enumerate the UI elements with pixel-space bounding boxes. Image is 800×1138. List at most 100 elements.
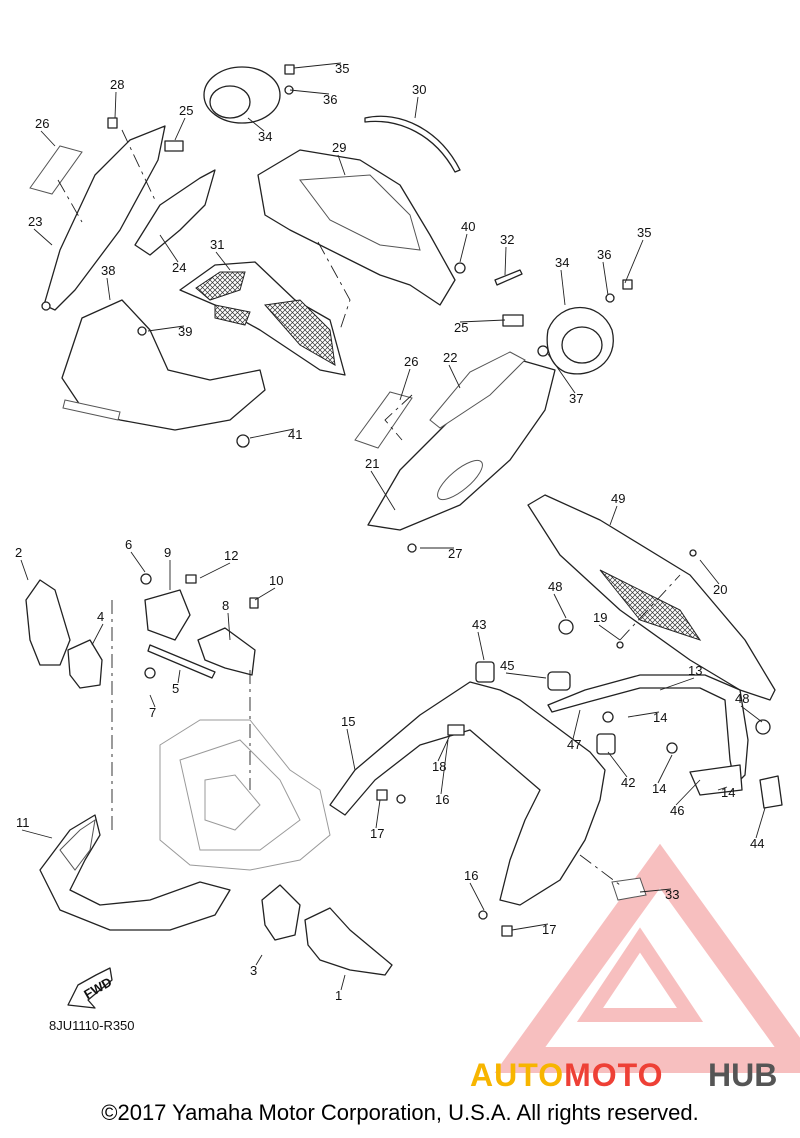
part-16-screw — [396, 794, 406, 804]
leader-line-38 — [106, 277, 111, 301]
leader-line-13 — [659, 677, 695, 691]
callout-10: 10 — [269, 573, 283, 588]
leader-line-34 — [560, 269, 566, 306]
leader-line-39 — [147, 325, 185, 332]
fwd-arrow-group: FWD — [67, 967, 114, 1009]
callout-14: 14 — [653, 710, 667, 725]
leader-line-32 — [504, 246, 507, 276]
callout-27: 27 — [448, 546, 462, 561]
callout-35: 35 — [335, 61, 349, 76]
leader-line-6 — [130, 551, 146, 573]
part-26-tape-right — [354, 391, 413, 449]
part-26-tape — [29, 145, 83, 195]
leader-line-37 — [547, 353, 576, 394]
copyright-notice: ©2017 Yamaha Motor Corporation, U.S.A. A… — [101, 1100, 699, 1125]
callout-30: 30 — [412, 82, 426, 97]
callout-5: 5 — [172, 681, 179, 696]
leader-line-28 — [114, 91, 117, 119]
callout-3: 3 — [250, 963, 257, 978]
leader-line-30 — [414, 96, 419, 119]
leader-line-15 — [346, 728, 356, 771]
callout-7: 7 — [149, 705, 156, 720]
callout-35: 35 — [637, 225, 651, 240]
part-7-nut — [144, 667, 156, 679]
callout-44: 44 — [750, 836, 764, 851]
callout-12: 12 — [224, 548, 238, 563]
callout-29: 29 — [332, 140, 346, 155]
leader-line-26 — [399, 368, 411, 401]
callout-22: 22 — [443, 350, 457, 365]
leader-line-8 — [227, 612, 231, 641]
part-17-nut-b — [501, 925, 513, 937]
callout-39: 39 — [178, 324, 192, 339]
callout-33: 33 — [665, 887, 679, 902]
part-38-duct — [61, 299, 266, 431]
leader-line-17 — [511, 923, 549, 931]
callout-41: 41 — [288, 427, 302, 442]
callout-11: 11 — [16, 815, 30, 830]
leader-line-1 — [340, 974, 346, 991]
part-35-bolt — [284, 64, 295, 75]
callout-49: 49 — [611, 491, 625, 506]
callout-26: 26 — [404, 354, 418, 369]
part-33-tape — [611, 877, 647, 901]
watermark-automoto: AUTOMOTO — [470, 1057, 663, 1090]
leader-line-25 — [459, 319, 506, 323]
part-41-grommet — [236, 434, 250, 448]
part-6-bolt — [140, 573, 152, 585]
leader-line-23 — [33, 228, 53, 246]
part-14-bolt-b — [666, 742, 678, 754]
callout-23: 23 — [28, 214, 42, 229]
leader-line-43 — [477, 631, 485, 661]
part-32-rivet — [494, 269, 523, 286]
leader-line-10 — [254, 587, 276, 601]
part-46-bracket — [689, 764, 743, 796]
part-43-damper — [475, 661, 495, 683]
part-5-rod — [147, 644, 216, 679]
callout-8: 8 — [222, 598, 229, 613]
callout-19: 19 — [593, 610, 607, 625]
part-11-front-cowl — [39, 814, 231, 931]
part-44-clamp — [759, 775, 783, 809]
callout-28: 28 — [110, 77, 124, 92]
callout-15: 15 — [341, 714, 355, 729]
leader-line-48 — [553, 593, 567, 619]
part-36-washer-right — [605, 293, 615, 303]
callout-40: 40 — [461, 219, 475, 234]
part-39-clip — [137, 326, 147, 336]
leader-line-33 — [639, 888, 672, 893]
leader-line-34 — [247, 117, 265, 132]
leader-line-42 — [607, 751, 628, 778]
part-25-pad-right — [502, 314, 524, 327]
callout-20: 20 — [713, 582, 727, 597]
part-27-screw — [407, 543, 417, 553]
callout-17: 17 — [370, 826, 384, 841]
leader-line-41 — [249, 428, 295, 439]
part-24-inner-panel — [134, 169, 216, 256]
callout-4: 4 — [97, 609, 104, 624]
part-21-side-cowl — [367, 359, 556, 531]
callout-34: 34 — [258, 129, 272, 144]
callout-48: 48 — [735, 691, 749, 706]
part-37-nut — [537, 345, 549, 357]
leader-line-22 — [448, 364, 461, 389]
callout-16: 16 — [464, 868, 478, 883]
leader-line-44 — [755, 807, 766, 839]
part-42-damper — [596, 733, 616, 755]
diagram-code: 8JU1110-R350 — [49, 1018, 135, 1033]
part-12-bolt — [185, 574, 197, 584]
part-4-bracket — [67, 639, 103, 689]
callout-36: 36 — [323, 92, 337, 107]
callout-46: 46 — [670, 803, 684, 818]
part-48-clip — [558, 619, 574, 635]
callout-25: 25 — [454, 320, 468, 335]
callout-38: 38 — [101, 263, 115, 278]
part-31-mesh-panel — [179, 261, 346, 376]
part-48-clip-right — [755, 719, 771, 735]
callout-48: 48 — [548, 579, 562, 594]
leader-line-16 — [469, 882, 485, 911]
leader-line-14 — [717, 786, 728, 791]
leader-line-24 — [159, 234, 179, 263]
part-19-grommet — [616, 641, 624, 649]
